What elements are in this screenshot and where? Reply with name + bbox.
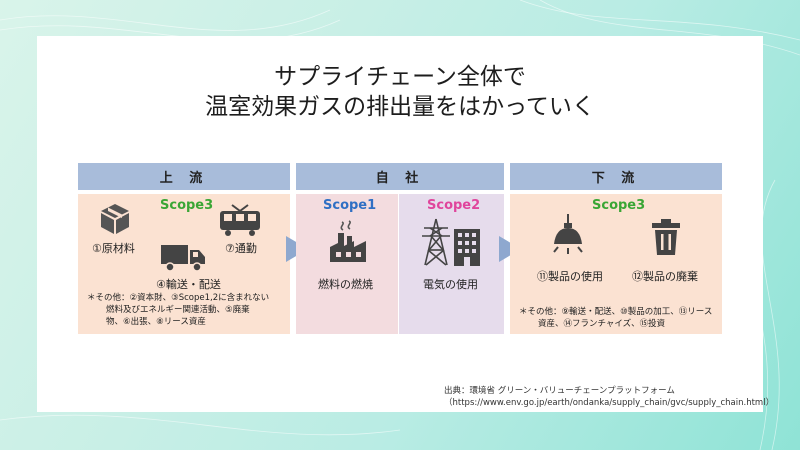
downstream-item-product-use: ⑪製品の使用 — [537, 270, 603, 283]
downstream-panel: Scope3 ⑪製品の使用 ⑫製品の廃棄 ＊その他：⑨輸送・配送、⑩製品の加工、… — [510, 194, 722, 334]
slide: サプライチェーン全体で 温室効果ガスの排出量をはかっていく 上 流 自 社 下 … — [37, 36, 774, 412]
power-tower-icon — [422, 218, 450, 266]
header-self: 自 社 — [296, 163, 504, 190]
downstream-note: ＊その他：⑨輸送・配送、⑩製品の加工、⑬リース 資産、⑭フランチャイズ、⑮投資 — [519, 306, 712, 330]
upstream-scope-label: Scope3 — [160, 198, 214, 213]
title-line-2: 温室効果ガスの排出量をはかっていく — [205, 94, 595, 120]
upstream-item-raw-materials: ①原材料 — [92, 242, 135, 255]
upstream-item-transport: ④輸送・配送 — [156, 278, 221, 291]
title-line-1: サプライチェーン全体で — [274, 64, 526, 90]
source-line-2: （https://www.env.go.jp/earth/ondanka/sup… — [444, 398, 775, 408]
lamp-icon — [553, 214, 583, 254]
scope2-panel: Scope2 — [399, 194, 504, 334]
slide-title: サプライチェーン全体で 温室効果ガスの排出量をはかっていく — [37, 62, 763, 122]
factory-icon — [330, 220, 366, 262]
upstream-panel: Scope3 ①原材料 ⑦通勤 ④輸送・配送 ＊ — [78, 194, 290, 334]
trash-icon — [652, 219, 680, 255]
header-downstream: 下 流 — [510, 163, 722, 190]
downstream-scope-label: Scope3 — [592, 198, 646, 213]
upstream-note-line-3: 物、⑥出張、⑧リース資産 — [106, 317, 206, 327]
building-icon — [454, 229, 480, 266]
scope1-item-fuel-combustion: 燃料の燃焼 — [318, 278, 373, 291]
box-icon — [101, 204, 129, 234]
scope1-label: Scope1 — [323, 198, 377, 213]
upstream-item-commuting: ⑦通勤 — [225, 242, 257, 255]
upstream-note-line-1: ＊その他：②資本財、③Scope1,2に含まれない — [87, 293, 270, 303]
scope2-label: Scope2 — [427, 198, 481, 213]
train-icon — [220, 204, 260, 236]
source-line-1: 出典：環境省 グリーン・バリューチェーンプラットフォーム — [444, 386, 675, 396]
downstream-item-product-disposal: ⑫製品の廃棄 — [632, 270, 698, 283]
downstream-note-line-2: 資産、⑭フランチャイズ、⑮投資 — [538, 319, 666, 329]
scope1-panel: Scope1 燃料の燃焼 — [296, 194, 398, 334]
upstream-note: ＊その他：②資本財、③Scope1,2に含まれない 燃料及びエネルギー関連活動、… — [87, 292, 269, 328]
scope2-item-electricity-use: 電気の使用 — [423, 278, 478, 291]
truck-icon — [161, 245, 205, 272]
downstream-note-line-1: ＊その他：⑨輸送・配送、⑩製品の加工、⑬リース — [519, 307, 713, 317]
source-citation: 出典：環境省 グリーン・バリューチェーンプラットフォーム （https://ww… — [444, 385, 774, 409]
header-upstream: 上 流 — [78, 163, 290, 190]
upstream-note-line-2: 燃料及びエネルギー関連活動、⑤廃棄 — [106, 305, 250, 315]
